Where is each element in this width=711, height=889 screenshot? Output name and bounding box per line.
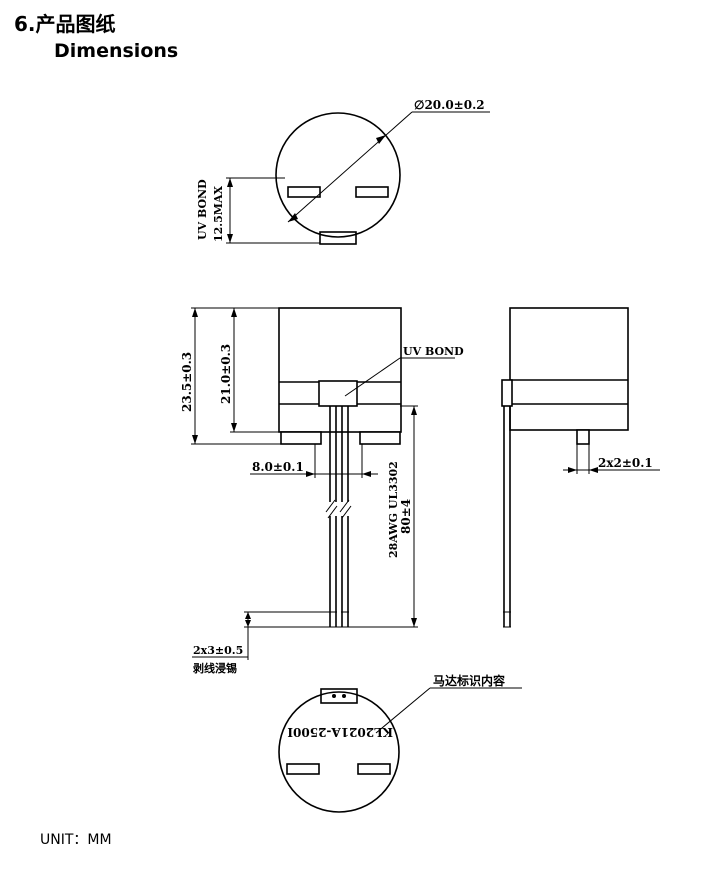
side-view-pin <box>576 429 590 445</box>
front-view-pin-arrow-left <box>306 471 315 477</box>
side-view-pin-arrow-left <box>568 467 577 473</box>
front-view-break-mark-right <box>339 499 352 519</box>
front-view-uv-bond-leader <box>344 357 401 397</box>
front-view-pad-right <box>359 431 401 445</box>
top-view-body-circle <box>275 112 401 238</box>
front-view-overall-height-label: 23.5±0.3 <box>180 352 194 412</box>
side-view-pin-size-label: 2x2±0.1 <box>598 456 653 470</box>
bottom-view-tab <box>320 688 358 704</box>
bottom-view-tab-hole-left <box>332 694 336 698</box>
front-view-break-gap <box>326 502 352 516</box>
bottom-view-body-circle <box>278 691 400 813</box>
top-view-uv-bond-label: UV BOND <box>196 179 209 240</box>
section-title: 6.产品图纸 <box>14 12 116 36</box>
top-view-pad-left <box>287 186 321 198</box>
top-view-diameter-line <box>287 111 413 223</box>
side-view-body <box>509 307 629 431</box>
bottom-view-pad-left <box>286 763 320 775</box>
bottom-view: KL2021A-2500I 马达标识内容 <box>278 673 522 813</box>
top-view-height-arrow-top <box>227 178 233 187</box>
front-view-strip-length-label: 2x3±0.5 <box>193 644 243 657</box>
front-view-uv-bond-label: UV BOND <box>403 345 464 358</box>
front-view-overall-arrow-top <box>192 308 198 317</box>
front-view-uv-bond-block <box>318 380 358 407</box>
top-view-diameter-label: ∅20.0±0.2 <box>414 98 485 112</box>
front-view-wire-arrow-bottom <box>411 618 417 627</box>
front-view-overall-arrow-bottom <box>192 435 198 444</box>
front-view-body-arrow-bottom <box>231 423 237 432</box>
top-view-diameter-arrow-b <box>376 135 386 144</box>
front-view-strip-arrow-bottom <box>245 620 251 627</box>
top-view-pad-right <box>355 186 389 198</box>
front-view-body-arrow-top <box>231 308 237 317</box>
side-view-uv-block <box>501 379 513 407</box>
front-view-break-mark-left <box>325 499 338 519</box>
front-view-strip-arrow-top <box>245 612 251 619</box>
top-view-height-label: 12.5MAX <box>212 185 225 242</box>
front-view: UV BOND 23.5±0.3 21.0±0.3 8.0±0 <box>180 307 464 675</box>
front-view-pad-left <box>280 431 322 445</box>
side-view: 2x2±0.1 <box>501 307 660 628</box>
front-view-strip-note-label: 剥线浸锡 <box>193 661 237 675</box>
front-view-body <box>278 307 402 433</box>
unit-note: UNIT：MM <box>40 832 112 848</box>
bottom-view-tab-hole-right <box>342 694 346 698</box>
bottom-view-pad-right <box>357 763 391 775</box>
front-view-wire-arrow-top <box>411 406 417 415</box>
front-view-body-height-label: 21.0±0.3 <box>219 344 233 404</box>
front-view-pin-spacing-label: 8.0±0.1 <box>252 460 304 474</box>
top-view-diameter-arrow-a <box>288 213 298 222</box>
top-view-height-arrow-bottom <box>227 234 233 243</box>
section-subtitle: Dimensions <box>54 40 179 62</box>
bottom-view-marking-text: KL2021A-2500I <box>287 725 393 739</box>
bottom-view-marking-label: 马达标识内容 <box>433 673 505 688</box>
side-view-pin-arrow-right <box>589 467 598 473</box>
bottom-view-marking-leader <box>375 687 431 734</box>
front-view-wire-length-label: 80±4 <box>399 499 413 534</box>
top-view: ∅20.0±0.2 UV BOND 12.5MAX <box>196 98 490 245</box>
top-view-tab <box>319 231 357 245</box>
front-view-wire-spec-label: 28AWG UL3302 <box>387 461 400 558</box>
